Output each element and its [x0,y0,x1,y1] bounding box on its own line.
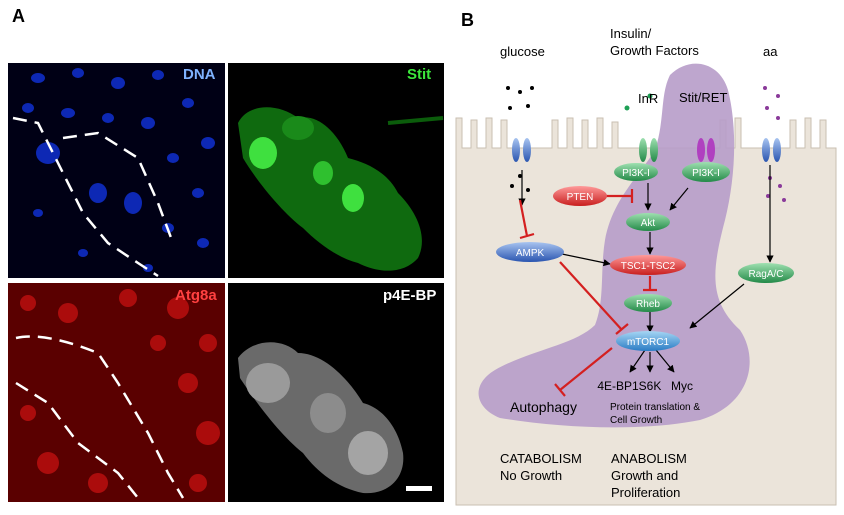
aa-label: aa [763,44,778,59]
catabolism-line1: CATABOLISM [500,451,582,466]
node-raga: RagA/C [738,263,794,283]
inhibit-glucose-ampk [518,199,535,240]
node-mtorc1: mTORC1 [616,331,680,351]
glucose-transporter-icon [512,138,531,162]
svg-text:PTEN: PTEN [567,192,594,203]
catabolism-line2: No Growth [500,468,562,483]
svg-text:Rheb: Rheb [636,299,660,310]
dna-channel-label: DNA [183,66,216,83]
node-pi3k-right: PI3K-I [682,162,730,182]
anabolism-line2: Growth and [611,468,678,483]
micrograph-p4ebp [228,283,444,502]
glucose-label: glucose [500,44,545,59]
node-s6k: S6K [639,379,662,393]
stit-ret-region [478,63,750,428]
micrograph-atg8a [8,283,225,502]
arrow-mtorc1-myc [655,349,675,373]
node-4ebp1: 4E-BP1 [597,379,639,393]
svg-text:PI3K-I: PI3K-I [692,168,720,179]
node-rheb: Rheb [624,294,672,312]
dna-image [8,63,225,278]
panel-b-letter: B [461,10,474,30]
arrow-ampk-tsc [561,253,611,267]
node-tsc: TSC1-TSC2 [610,255,686,275]
insulin-dots [624,93,653,111]
node-pi3k-left: PI3K-I [614,163,658,181]
anabolism-line3: Proliferation [611,485,680,500]
arrow-raga-mtorc1 [689,283,745,329]
protein-note-line2: Cell Growth [610,415,662,426]
node-ampk: AMPK [496,242,564,262]
svg-text:TSC1-TSC2: TSC1-TSC2 [621,261,676,272]
inhibit-ampk-mtorc1 [559,261,629,335]
stit-ret-label: Stit/RET [679,90,727,105]
svg-text:PI3K-I: PI3K-I [622,168,650,179]
inhibit-mtorc1-autophagy [554,347,613,397]
aa-transporter-icon [762,138,781,162]
node-pten: PTEN [553,186,607,206]
p4ebp-channel-label: p4E-BP [383,287,437,304]
inr-label: InR [638,91,658,106]
p4ebp-image [228,283,444,502]
aa-dots [763,86,786,202]
svg-text:RagA/C: RagA/C [748,269,783,280]
node-autophagy: Autophagy [510,399,577,415]
svg-text:mTORC1: mTORC1 [627,337,669,348]
arrow-mtorc1-4ebp1 [629,349,646,373]
anabolism-line1: ANABOLISM [611,451,687,466]
node-myc: Myc [671,379,693,393]
micrograph-stit [228,63,444,278]
atg8a-image [8,283,225,502]
insulin-label-line1: Insulin/ [610,26,652,41]
svg-text:Akt: Akt [641,218,656,229]
inhibit-pten-pi3k [605,189,634,203]
inr-receptor-icon [639,138,658,162]
insulin-label-line2: Growth Factors [610,43,699,58]
arrow-pi3k2-akt [669,187,689,211]
panel-a-letter: A [12,6,25,26]
atg8a-channel-label: Atg8a [175,287,217,304]
glucose-dots [506,86,534,192]
stit-ret-receptor-icon [697,138,715,162]
node-akt: Akt [626,213,670,231]
stit-image [228,63,444,278]
svg-text:AMPK: AMPK [516,248,545,259]
protein-note-line1: Protein translation & [610,402,700,413]
stit-channel-label: Stit [407,66,432,83]
micrograph-dna [8,63,225,278]
inhibit-tsc-rheb [643,276,657,292]
